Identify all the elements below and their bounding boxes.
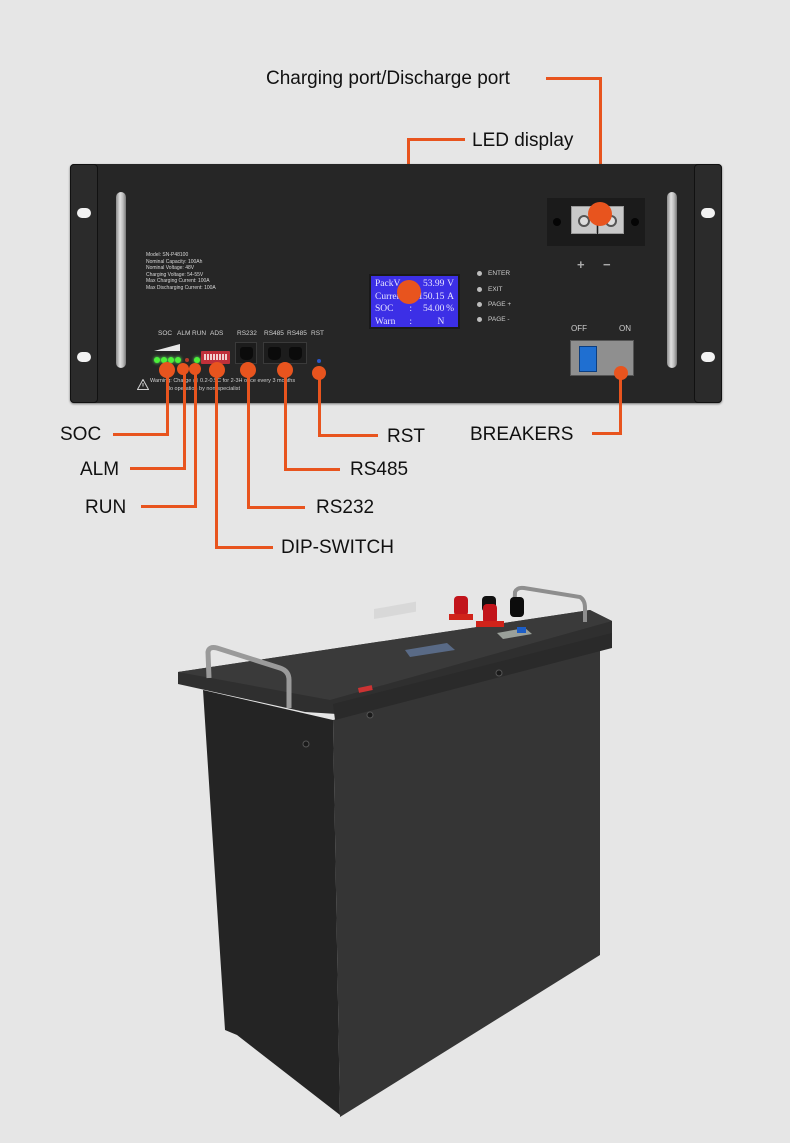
breaker-on-label: ON [619,324,631,333]
rack-ear-right [694,164,722,403]
breaker-leader-h [592,432,622,435]
rs485-panel-label: RS485 [264,330,284,337]
alm-label: ALM [80,459,120,480]
battery-left-side [203,690,340,1115]
soc-led [168,357,174,363]
led-display-leader-h [407,138,465,141]
breaker-switch[interactable] [570,340,634,376]
warning-icon [137,379,149,390]
negative-post [482,596,496,612]
alm-led [185,358,189,362]
warning-text-1: Warning: Charge @ 0.2-0.5C for 2-3H once… [150,378,296,384]
rs485-leader-h [284,468,340,471]
rs232-leader-h [247,506,305,509]
run-led [194,357,200,363]
alm-leader-h [130,467,186,470]
mount-slot [701,208,715,218]
battery-handle-left [205,645,292,708]
run-panel-label: RUN [192,330,207,337]
battery-front-face [333,650,600,1117]
rst-label: RST [387,426,425,447]
battery-top-plate [178,610,612,714]
mount-slot [701,352,715,362]
rst-button[interactable] [317,359,321,363]
led-display-marker [397,280,421,304]
breaker-lever[interactable] [579,346,597,372]
spec-line: Nominal Voltage: 48V [146,265,195,272]
charging-port-leader-v [599,77,602,213]
battery-handle-right [512,585,587,622]
rst-leader-v [318,373,321,437]
handle-left[interactable] [116,192,126,368]
spec-line: Max Discharging Current: 100A [146,284,216,291]
page-up-button[interactable]: PAGE + [477,301,511,308]
minus-sign: − [603,257,611,272]
rack-ear-left [70,164,98,403]
plus-sign: + [577,257,585,272]
warning-text-2: No operation by non-specialist [166,386,240,392]
spec-label: Model: SN-P48100 Nominal Capacity: 100Ah… [146,252,216,292]
lcd-row-warn: Warn:N [375,316,445,327]
soc-level-glyph [154,344,180,351]
mount-slot [77,352,91,362]
positive-post [454,596,468,616]
alm-panel-label: ALM [177,330,191,337]
mount-slot [77,208,91,218]
enter-button[interactable]: ENTER [477,270,510,277]
lcd-row-soc: SOC:54.00% [375,304,455,314]
run-label: RUN [85,497,127,518]
spec-line: Model: SN-P48100 [146,252,189,258]
rs485-leader-v [284,370,287,471]
soc-led [161,357,167,363]
dip-switch-label: DIP-SWITCH [281,537,394,558]
rst-leader-h [318,434,378,437]
charging-port-marker [588,202,612,226]
alm-leader-v [183,370,186,470]
breaker-off-label: OFF [571,324,587,333]
rs232-port[interactable] [235,342,257,364]
exit-button[interactable]: EXIT [477,286,502,293]
soc-leader-v [166,370,169,436]
soc-label: SOC [60,424,102,445]
spec-line: Max Charging Current: 100A [146,278,210,285]
run-marker [189,363,201,375]
soc-led [175,357,181,363]
charging-port-leader-h [546,77,602,80]
rs232-leader-v [247,370,250,509]
rs485-label: RS485 [350,459,409,480]
rs232-label: RS232 [316,497,375,518]
battery-front-panel: Model: SN-P48100 Nominal Capacity: 100Ah… [70,164,722,403]
rs232-panel-label: RS232 [237,330,257,337]
run-leader-h [141,505,197,508]
soc-led [154,357,160,363]
led-display-label: LED display [472,130,574,151]
dip-switch[interactable] [201,351,230,364]
alm-marker [177,363,189,375]
rs485-ports[interactable] [263,342,307,364]
ads-panel-label: ADS [210,330,224,337]
rst-panel-label: RST [311,330,324,337]
battery-top-lcd [405,643,455,657]
run-leader-v [194,370,197,508]
dip-switch-leader-v [215,370,218,549]
breakers-label: BREAKERS [470,424,574,445]
handle-right[interactable] [667,192,677,368]
soc-leader-h [113,433,169,436]
spec-line: Charging Voltage: 54-55V [146,271,204,278]
breaker-leader-v [619,373,622,435]
soc-panel-label: SOC [158,330,173,337]
charging-port-label: Charging port/Discharge port [266,68,510,89]
rs485-panel-label: RS485 [287,330,307,337]
page-down-button[interactable]: PAGE - [477,316,510,323]
dip-switch-leader-h [215,546,273,549]
spec-line: Nominal Capacity: 100Ah [146,258,203,265]
